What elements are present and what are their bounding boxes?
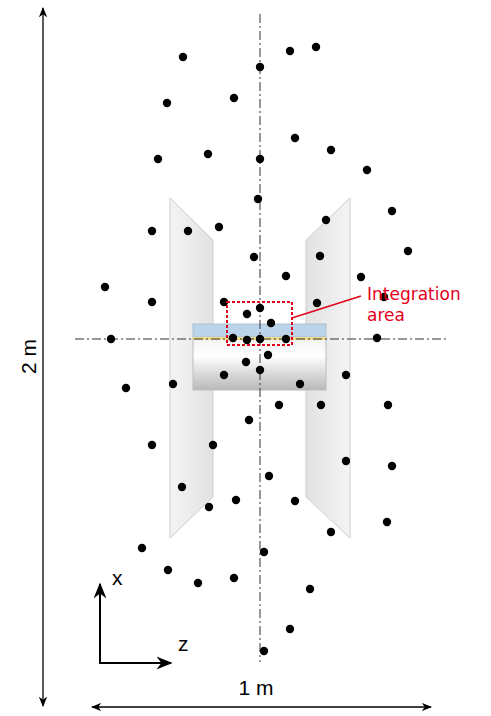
sensor-point (363, 166, 371, 174)
sensor-point (260, 647, 268, 655)
sensor-points (101, 43, 412, 655)
sensor-point (122, 384, 130, 392)
symmetry-axis (75, 14, 446, 662)
sensor-point (313, 299, 321, 307)
sensor-point (342, 457, 350, 465)
sensor-point (138, 544, 146, 552)
sensor-point (148, 298, 156, 306)
sensor-point (209, 441, 217, 449)
integration-box (227, 302, 292, 345)
sensor-point (256, 155, 264, 163)
sensor-point (327, 146, 335, 154)
sensor-point (291, 497, 299, 505)
sensor-point (404, 247, 412, 255)
sensor-point (296, 380, 304, 388)
sensor-point (254, 195, 262, 203)
sensor-point (242, 358, 250, 366)
sensor-point (383, 518, 391, 526)
sensor-point (194, 579, 202, 587)
sensor-point (205, 503, 213, 511)
sensor-point (327, 528, 335, 536)
sensor-point (357, 273, 365, 281)
sensor-point (260, 548, 268, 556)
sensor-point (322, 216, 330, 224)
sensor-point (256, 366, 264, 374)
area-label: Integration area (367, 284, 487, 327)
sensor-point (215, 223, 223, 231)
sensor-point (282, 272, 290, 280)
sensor-point (256, 63, 264, 71)
dimension-label: 2 m (17, 339, 40, 374)
sensor-point (148, 441, 156, 449)
dimension-line (43, 8, 431, 707)
sensor-point (178, 483, 186, 491)
leader-line (292, 296, 361, 318)
sensor-point (184, 227, 192, 235)
sensor-point (163, 99, 171, 107)
sensor-point (179, 53, 187, 61)
sensor-point (232, 496, 240, 504)
sensor-point (267, 319, 275, 327)
sensor-point (286, 625, 294, 633)
sensor-point (230, 94, 238, 102)
sensor-point (101, 283, 109, 291)
sensor-point (220, 371, 228, 379)
sensor-point (384, 401, 392, 409)
sensor-point (388, 207, 396, 215)
sensor-point (230, 574, 238, 582)
sensor-point (243, 336, 251, 344)
sensor-point (256, 335, 264, 343)
sensor-point (107, 335, 115, 343)
sensor-point (286, 47, 294, 55)
sensor-point (265, 472, 273, 480)
sensor-point (164, 566, 172, 574)
sensor-point (373, 334, 381, 342)
coordinate-axes (99, 584, 171, 664)
sensor-point (388, 462, 396, 470)
sensor-point (256, 304, 264, 312)
sensor-point (229, 334, 237, 342)
sensor-point (169, 380, 177, 388)
sensor-point (250, 253, 258, 261)
sensor-point (291, 134, 299, 142)
sensor-point (245, 416, 253, 424)
sensor-point (342, 371, 350, 379)
axis-label: x (112, 566, 123, 589)
dimension-label: 1 m (238, 676, 273, 699)
sensor-point (312, 43, 320, 51)
sensor-point (148, 227, 156, 235)
sensor-point (282, 335, 290, 343)
sensor-point (264, 351, 272, 359)
sensor-point (243, 310, 251, 318)
axis-label: z (178, 632, 189, 655)
sensor-point (306, 585, 314, 593)
sensor-point (316, 252, 324, 260)
sensor-point (317, 401, 325, 409)
sensor-point (204, 150, 212, 158)
sensor-point (154, 155, 162, 163)
sensor-point (275, 401, 283, 409)
